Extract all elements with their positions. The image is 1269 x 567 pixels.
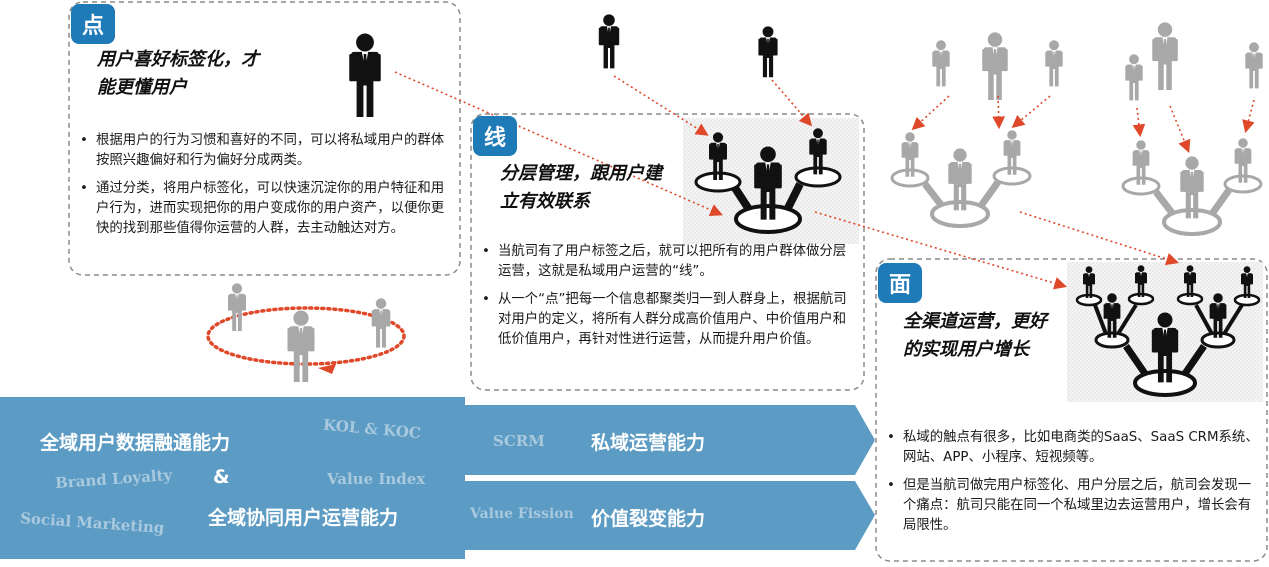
surface-badge: 面 bbox=[878, 263, 922, 303]
capability-collaborative-ops: 全域协同用户运营能力 bbox=[208, 507, 399, 529]
capability-private-domain-ops: 私域运营能力 bbox=[591, 432, 706, 454]
layered-users-group bbox=[694, 128, 842, 234]
dot-title-line1: 用户喜好标签化，才 bbox=[97, 49, 259, 70]
list-item: 私域的触点有很多，比如电商类的SaaS、SaaS CRM系统、网站、APP、小程… bbox=[885, 428, 1261, 468]
dot-title-line2: 能更懂用户 bbox=[97, 77, 187, 98]
list-item: 但是当航司做完用户标签化、用户分层之后，航司会发现一个痛点：航司只能在同一个私域… bbox=[885, 476, 1261, 536]
surface-title-line1: 全渠道运营，更好 bbox=[903, 311, 1047, 332]
capability-value-fission: 价值裂变能力 bbox=[591, 508, 706, 530]
flow-arrows bbox=[394, 71, 1255, 290]
surface-title-line2: 的实现用户增长 bbox=[903, 339, 1029, 360]
capability-ampersand: & bbox=[213, 466, 230, 488]
dot-bullets: 根据用户的行为习惯和喜好的不同，可以将私域用户的群体按照兴趣偏好和行为偏好分成两… bbox=[78, 131, 454, 247]
user-interaction-cycle bbox=[206, 283, 406, 382]
list-item: 当航司有了用户标签之后，就可以把所有的用户群体做分层运营，这就是私域用户运营的“… bbox=[480, 242, 858, 282]
line-badge: 线 bbox=[473, 116, 517, 156]
line-title-line1: 分层管理，跟用户建 bbox=[500, 163, 662, 184]
ghost-fission-text: Value Fission bbox=[470, 506, 574, 522]
gray-network-left bbox=[890, 32, 1063, 228]
list-item: 通过分类，将用户标签化，可以快速沉淀你的用户特征和用户行为，进而实现把你的用户变… bbox=[78, 179, 454, 239]
ghost-value-index-text: Value Index bbox=[327, 470, 426, 488]
ghost-scrm-text: SCRM bbox=[493, 432, 545, 450]
capability-banner bbox=[0, 397, 465, 559]
line-bullets: 当航司有了用户标签之后，就可以把所有的用户群体做分层运营，这就是私域用户运营的“… bbox=[480, 242, 858, 358]
omnichannel-users-group bbox=[1075, 265, 1261, 397]
dot-badge: 点 bbox=[71, 4, 115, 44]
line-title: 分层管理，跟用户建 立有效联系 bbox=[500, 160, 700, 216]
list-item: 从一个“点”把每一个信息都聚类归一到人群身上，根据航司对用户的定义，将所有人群分… bbox=[480, 290, 858, 350]
capability-data-integration: 全域用户数据融通能力 bbox=[40, 432, 231, 454]
surface-title: 全渠道运营，更好 的实现用户增长 bbox=[903, 308, 1083, 364]
standalone-user-figure bbox=[598, 14, 620, 69]
list-item: 根据用户的行为习惯和喜好的不同，可以将私域用户的群体按照兴趣偏好和行为偏好分成两… bbox=[78, 131, 454, 171]
line-title-line2: 立有效联系 bbox=[500, 191, 590, 212]
standalone-user-figure bbox=[758, 26, 778, 78]
surface-bullets: 私域的触点有很多，比如电商类的SaaS、SaaS CRM系统、网站、APP、小程… bbox=[885, 428, 1261, 544]
gray-network-right bbox=[1121, 22, 1263, 236]
dot-title: 用户喜好标签化，才 能更懂用户 bbox=[97, 46, 347, 102]
